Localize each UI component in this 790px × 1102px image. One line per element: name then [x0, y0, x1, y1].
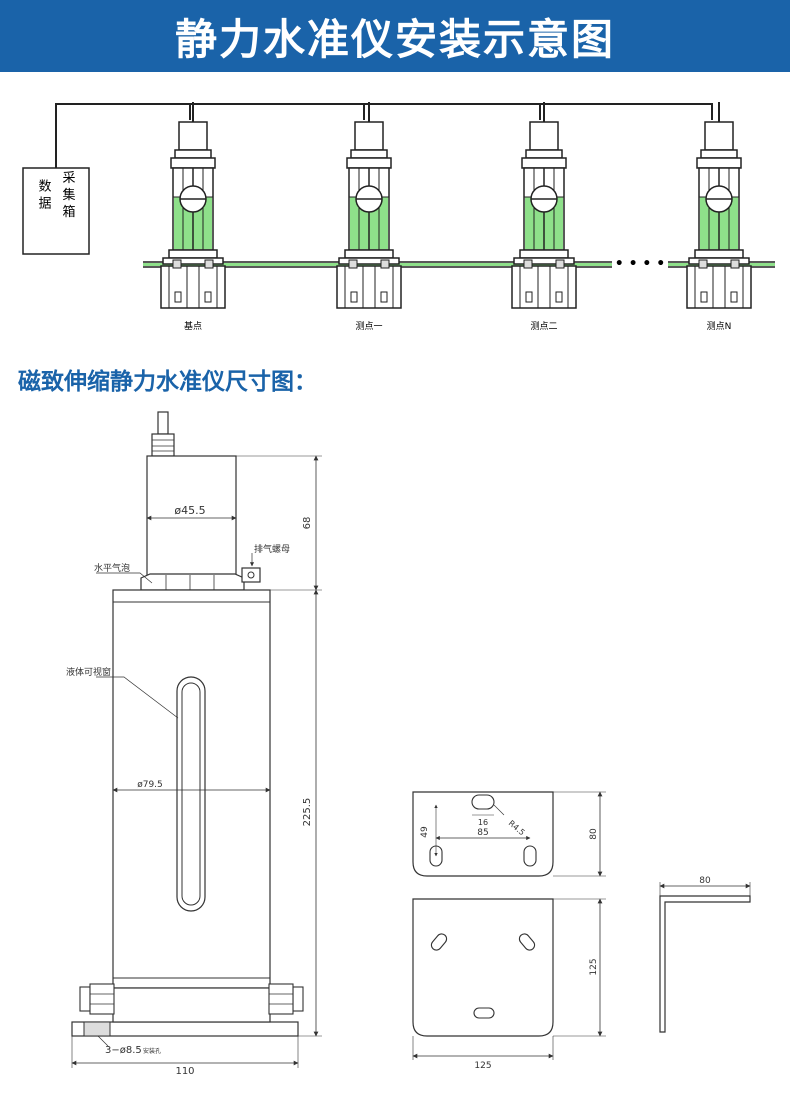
- slot-width-label: 16: [478, 818, 488, 827]
- head-diameter-label: ø45.5: [174, 504, 205, 517]
- plate-height-label: 125: [589, 958, 599, 975]
- angle-width-label: 80: [699, 876, 711, 886]
- holes-note-label: 安装孔: [143, 1047, 161, 1055]
- plate-width-label: 125: [474, 1061, 491, 1071]
- banner-title: 静力水准仪安装示意图: [174, 14, 615, 64]
- section-title: 磁致伸缩静力水准仪尺寸图：: [18, 369, 317, 395]
- bracket-side-view: [659, 895, 751, 1033]
- sensor-dimension-drawing: [71, 411, 322, 1068]
- sensor-head: [146, 455, 237, 579]
- bracket-drawings: [412, 791, 751, 1060]
- collector-label-1: 采集箱: [60, 171, 76, 222]
- sight-window-label: 液体可视窗: [66, 666, 111, 678]
- level-bubble-label: 水平气泡: [94, 562, 130, 574]
- signal-cable: [55, 103, 713, 168]
- ellipsis: • • • •: [615, 256, 665, 272]
- point-label-1: 测点一: [355, 321, 382, 332]
- body-height-label: 225.5: [302, 798, 313, 827]
- title-banner: 静力水准仪安装示意图: [0, 0, 790, 72]
- installation-schematic: 采集箱 数据 • • • • 基点 测点一 测点二 测点N: [22, 101, 775, 332]
- point-label-2: 测点二: [530, 321, 557, 332]
- base-width-label: 110: [175, 1066, 194, 1077]
- head-height-label: 68: [302, 517, 313, 530]
- bracket-top-view: [412, 791, 554, 877]
- point-label-n: 测点N: [707, 321, 732, 332]
- body-diameter-label: ø79.5: [137, 780, 163, 790]
- station-1: [336, 101, 402, 309]
- station-2: [511, 101, 577, 309]
- holes-label: 3−ø8.5: [105, 1045, 142, 1056]
- vent-nut-label: 排气螺母: [254, 543, 290, 555]
- top-height-label: 80: [589, 828, 599, 840]
- data-collector-box: [22, 167, 90, 255]
- collector-label-2: 数据: [36, 179, 52, 213]
- point-label-base: 基点: [184, 320, 202, 332]
- station-base: [160, 101, 226, 309]
- hole-spacing-label: 85: [477, 828, 488, 838]
- station-n: [686, 101, 752, 309]
- hole-offset-label: 49: [420, 826, 430, 838]
- bracket-front-view: [412, 898, 554, 1037]
- sensor-dimension-labels: ø45.5 68 排气螺母 水平气泡 液体可视窗 ø79.5 225.5 3−ø…: [66, 504, 313, 1077]
